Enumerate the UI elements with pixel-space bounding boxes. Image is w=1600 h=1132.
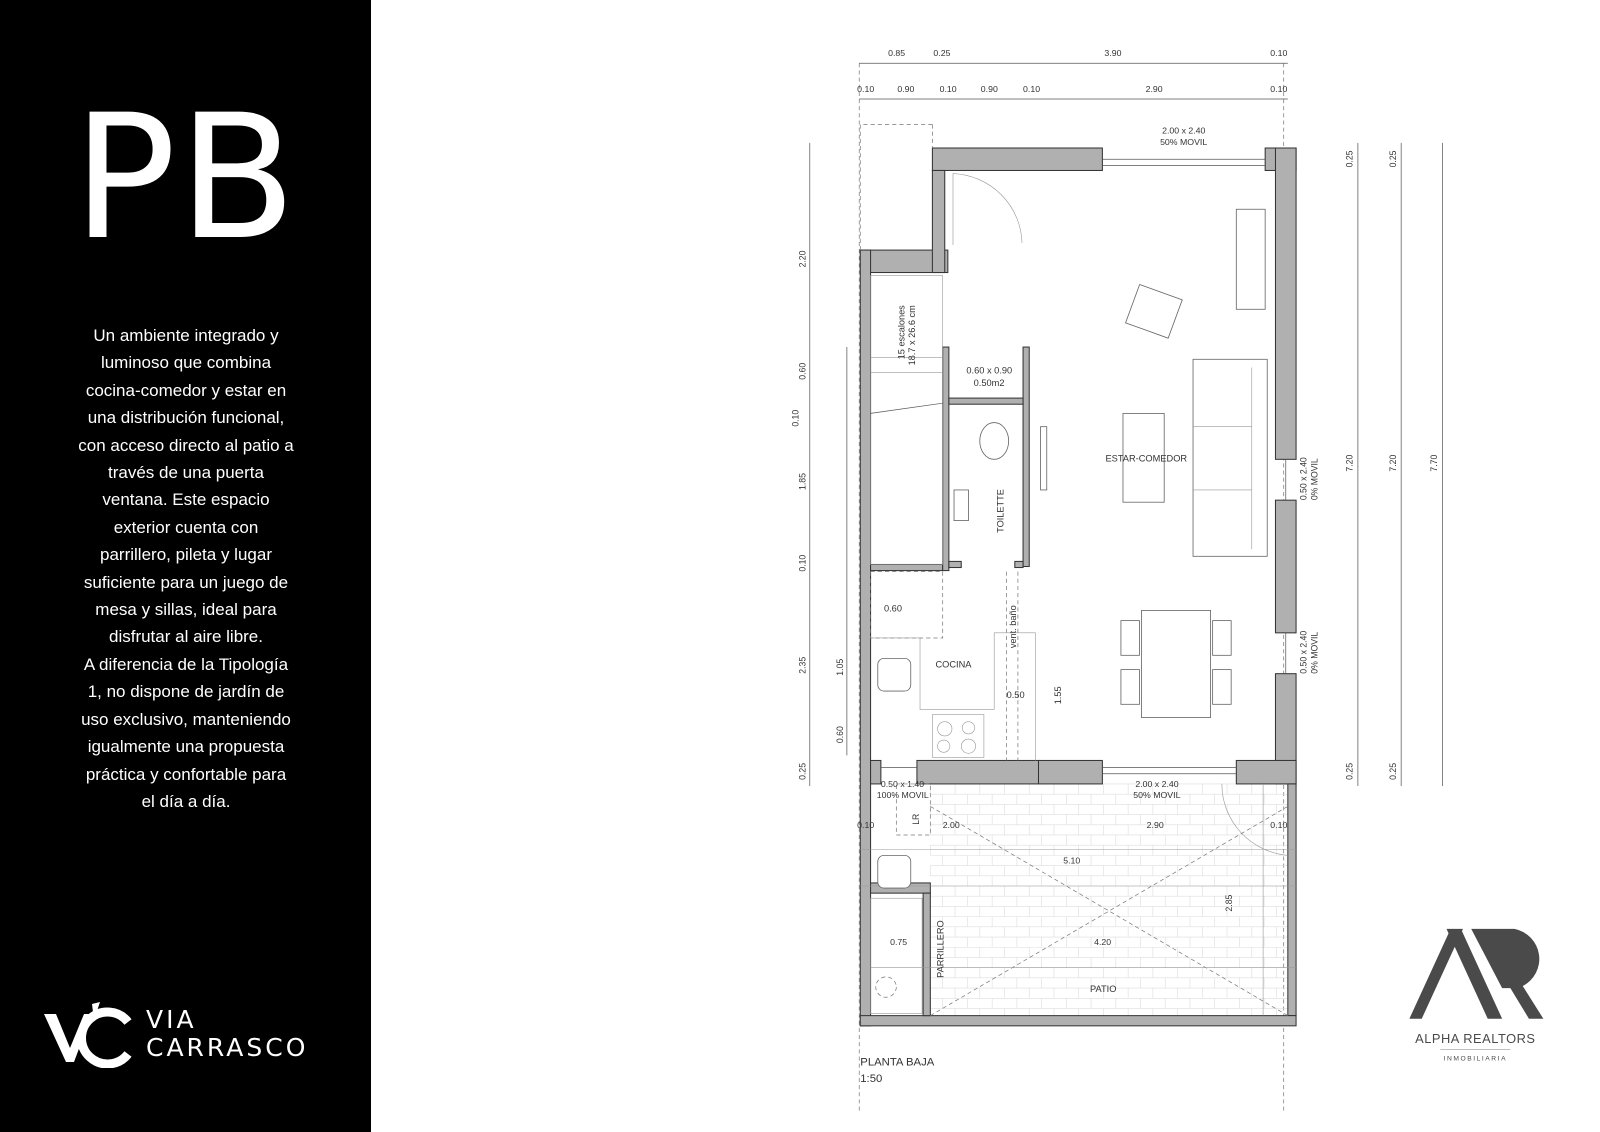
description-line: través de una puerta (108, 463, 264, 483)
toilet-area: 0.60 x 0.90 0.50m2 TOILETTE vent. baño (953, 366, 1048, 761)
dim: 2.85 (1224, 895, 1234, 912)
description-line: el día a día. (141, 791, 231, 811)
description-line: Un ambiente integrado y (93, 326, 279, 345)
closet-size: 0.60 x 0.90 (966, 366, 1012, 376)
stairs: 15 escalones 18.7 x 26.6 cm 0.60 (870, 275, 944, 639)
description-line: suficiente para un juego de (83, 572, 289, 592)
description-line: práctica y confortable para (85, 764, 287, 784)
dim: 0.60 (884, 603, 902, 613)
dim: 0.10 (1023, 84, 1040, 94)
dim: 0.25 (1345, 763, 1355, 780)
dim: 1.85 (798, 473, 808, 490)
dim: 0.10 (1270, 820, 1287, 830)
brand-subtitle: INMOBILIARIA (1444, 1056, 1508, 1063)
description-line: igualmente una propuesta (87, 737, 285, 757)
dim: 0.60 (798, 363, 808, 380)
dim: 2.90 (1146, 84, 1163, 94)
level-description: Un ambiente integrado y luminoso que com… (48, 322, 324, 815)
window-size: 0.50 x 2.40 (1298, 457, 1308, 500)
description-line: mesa y sillas, ideal para (95, 600, 277, 620)
room-label-toilet: TOILETTE (995, 489, 1005, 533)
description-line: disfrutar al aire libre. (108, 627, 263, 647)
dim: 0.25 (1388, 763, 1398, 780)
patio: 0.10 LR 2.00 2.90 0.10 5.10 2.85 0.75 4.… (857, 783, 1297, 1016)
dim: 0.25 (798, 763, 808, 780)
left-dimensions: 2.20 0.10 1.85 0.10 2.35 0.25 0.60 1.05 … (790, 142, 848, 786)
window-size: 2.00 x 2.40 (1162, 126, 1205, 136)
dim: 0.75 (890, 937, 907, 947)
logo-line-1: VIA (146, 1005, 197, 1034)
description-line: con acceso directo al patio a (78, 435, 294, 455)
dim: 0.90 (981, 84, 998, 94)
brand-name: ALPHA REALTORS (1415, 1031, 1535, 1046)
room-label-laundry: LR (911, 814, 921, 825)
description-line: cocina-comedor y estar en (85, 380, 287, 400)
window-size: 2.00 x 2.40 (1135, 779, 1178, 789)
via-carrasco-logo-icon (44, 1002, 132, 1068)
plan-title: PLANTA BAJA (860, 1057, 934, 1069)
dim: 0.10 (1270, 84, 1287, 94)
openings (859, 124, 1288, 856)
dim: 0.90 (897, 84, 914, 94)
dim: 4.20 (1094, 937, 1111, 947)
dim: 0.85 (888, 48, 905, 58)
window-type: 0% MOVIL (1310, 632, 1320, 674)
dim: 0.10 (1270, 48, 1287, 58)
dim: 0.10 (790, 410, 800, 427)
room-label-kitchen: COCINA (935, 660, 972, 670)
window-size: 0.50 x 1.40 (881, 779, 924, 789)
via-carrasco-wordmark: VIA CARRASCO (146, 1006, 308, 1062)
dim: 2.90 (1147, 820, 1164, 830)
description-line: parrillero, pileta y lugar (100, 545, 272, 565)
stairs-label: 15 escalones (897, 305, 907, 359)
logo-line-2: CARRASCO (146, 1033, 309, 1062)
description-line: exterior cuenta con (113, 517, 259, 537)
description-line: A diferencia de la Tipología (83, 654, 289, 674)
stairs-size: 18.7 x 26.6 cm (907, 305, 917, 366)
window-type: 50% MOVIL (1133, 790, 1180, 800)
alpha-realtors-mark-icon (1409, 928, 1544, 1019)
dim: 7.20 (1345, 455, 1355, 472)
dim: 1.05 (835, 659, 845, 676)
dim: 7.70 (1429, 455, 1439, 472)
dim: 1.55 (1053, 686, 1063, 704)
room-label-living: ESTAR-COMEDOR (1105, 453, 1187, 463)
description-line: ventana. Este espacio (102, 490, 270, 510)
alpha-realtors-logo: ALPHA REALTORS INMOBILIARIA (1409, 928, 1544, 1063)
dim: 0.10 (857, 84, 874, 94)
dim: 3.90 (1104, 48, 1121, 58)
window-type: 50% MOVIL (1160, 137, 1207, 147)
window-size: 0.50 x 2.40 (1298, 631, 1308, 674)
room-label-patio: PATIO (1090, 984, 1116, 994)
info-panel: PB Un ambiente integrado y luminoso que … (0, 0, 371, 1132)
dim: 0.10 (940, 84, 957, 94)
vent-label: vent. baño (1008, 605, 1018, 648)
description-line: luminoso que combina (100, 353, 272, 373)
dim: 0.50 (1007, 690, 1025, 700)
dim: 2.20 (798, 250, 808, 267)
window-type: 0% MOVIL (1310, 458, 1320, 500)
living-room: ESTAR-COMEDOR 2.00 x 2.40 50% MOVIL 0.50… (1105, 126, 1319, 800)
room-label-grill: PARRILLERO (936, 920, 946, 977)
description-line: uso exclusivo, manteniendo (81, 709, 291, 729)
dim: 2.35 (798, 657, 808, 674)
plan-scale: 1:50 (860, 1073, 882, 1085)
closet-area: 0.50m2 (974, 378, 1005, 388)
dim: 0.25 (1345, 150, 1355, 167)
level-title: PB (72, 77, 299, 278)
dim: 0.10 (798, 555, 808, 572)
description-line: 1, no dispone de jardín de (87, 682, 285, 702)
description-line: una distribución funcional, (87, 408, 285, 428)
dim: 2.00 (943, 820, 960, 830)
dim: 0.25 (933, 48, 950, 58)
window-type: 100% MOVIL (877, 790, 929, 800)
dim: 0.60 (835, 726, 845, 743)
right-dimensions: 0.25 0.25 7.20 7.20 7.70 0.25 0.25 (1345, 142, 1443, 786)
dim: 0.25 (1388, 150, 1398, 167)
kitchen: COCINA 0.50 1.55 0.50 x 1.40 100% MOVIL (870, 632, 1063, 800)
dim: 0.10 (857, 820, 874, 830)
dim: 5.10 (1063, 856, 1080, 866)
dim: 7.20 (1388, 455, 1398, 472)
